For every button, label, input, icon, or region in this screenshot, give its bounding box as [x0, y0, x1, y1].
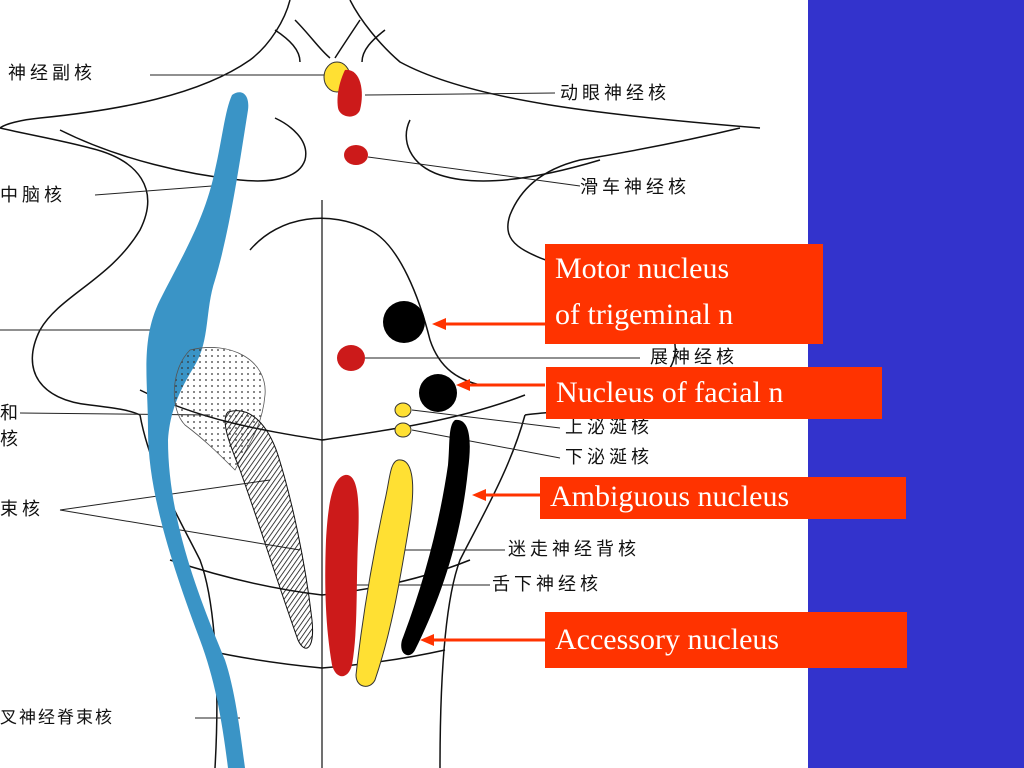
- label-superior-salivatory: 上泌涎核: [565, 417, 653, 438]
- dorsal-vagal-nucleus: [355, 459, 414, 687]
- ambiguus-accessory-column: [401, 419, 470, 656]
- spinal-trigeminal-nucleus: [146, 92, 249, 768]
- ambiguus-label: Ambiguous nucleus: [540, 477, 906, 519]
- label-oculomotor: 动眼神经核: [560, 83, 670, 104]
- inferior-salivatory-nucleus: [394, 422, 412, 438]
- pointer-arrows: [420, 318, 545, 646]
- accessory-label: Accessory nucleus: [545, 612, 907, 668]
- label-dorsal-vagus: 迷走神经背核: [508, 539, 640, 560]
- leader-lines: [0, 74, 640, 719]
- solitary-nucleus: [224, 410, 314, 649]
- label-spinal-trigeminal: 叉神经脊束核: [0, 708, 114, 728]
- brainstem-outline: [0, 0, 761, 768]
- facial-label: Nucleus of facial n: [546, 367, 882, 419]
- motor-trigeminal-label-line1: Motor nucleus: [555, 252, 730, 285]
- motor-trigeminal-nucleus: [383, 301, 425, 343]
- motor-trigeminal-label-line2: of trigeminal n: [555, 298, 734, 331]
- oculomotor-nucleus: [337, 69, 362, 117]
- abducens-nucleus: [337, 345, 365, 371]
- label-solitary: 束核: [0, 499, 44, 520]
- label-midbrain: 中脑核: [0, 185, 66, 206]
- label-fragment-1: 和: [0, 403, 22, 424]
- hypoglossal-nucleus: [325, 474, 359, 677]
- label-trochlear: 滑车神经核: [580, 177, 690, 198]
- label-abducens: 展神经核: [650, 347, 738, 368]
- label-fragment-2: 核: [0, 429, 22, 450]
- label-inferior-salivatory: 下泌涎核: [565, 447, 653, 468]
- motor-trigeminal-label: Motor nucleus of trigeminal n: [545, 244, 823, 344]
- superior-salivatory-nucleus: [394, 402, 412, 418]
- label-hypoglossal: 舌下神经核: [492, 574, 602, 595]
- brainstem-illustration: [0, 0, 761, 768]
- trochlear-nucleus: [344, 145, 368, 165]
- facial-nucleus: [419, 374, 457, 412]
- label-accessory-oculomotor: 神经副核: [8, 63, 96, 84]
